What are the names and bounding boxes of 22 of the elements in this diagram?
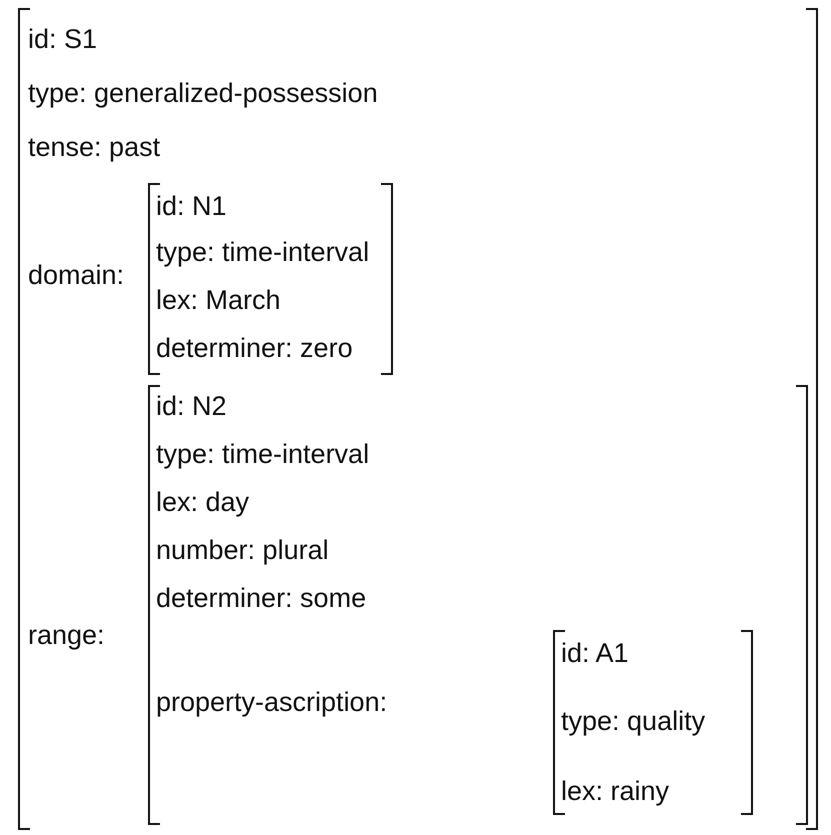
attribute-matrix: [553, 630, 753, 815]
feature-text: lex: March: [156, 284, 281, 317]
feature-text: determiner: zero: [156, 332, 353, 365]
feature-text: lex: day: [156, 486, 250, 519]
feature-text: id: S1: [28, 23, 98, 56]
feature-text: domain:: [28, 259, 124, 292]
feature-text: lex: rainy: [561, 775, 670, 808]
attribute-matrix: [148, 183, 393, 375]
feature-text: determiner: some: [156, 582, 366, 615]
feature-text: type: quality: [561, 705, 706, 738]
feature-text: range:: [28, 619, 105, 652]
feature-text: type: time-interval: [156, 236, 370, 269]
attribute-matrix: [18, 8, 818, 830]
feature-text: property-ascription:: [156, 686, 388, 719]
feature-text: id: N2: [156, 390, 227, 423]
feature-text: tense: past: [28, 131, 160, 164]
feature-text: number: plural: [156, 534, 329, 567]
feature-text: type: generalized-possession: [28, 77, 378, 110]
attribute-matrix: [148, 385, 808, 825]
feature-text: type: time-interval: [156, 438, 370, 471]
feature-text: id: A1: [561, 637, 629, 670]
feature-text: id: N1: [156, 190, 227, 223]
